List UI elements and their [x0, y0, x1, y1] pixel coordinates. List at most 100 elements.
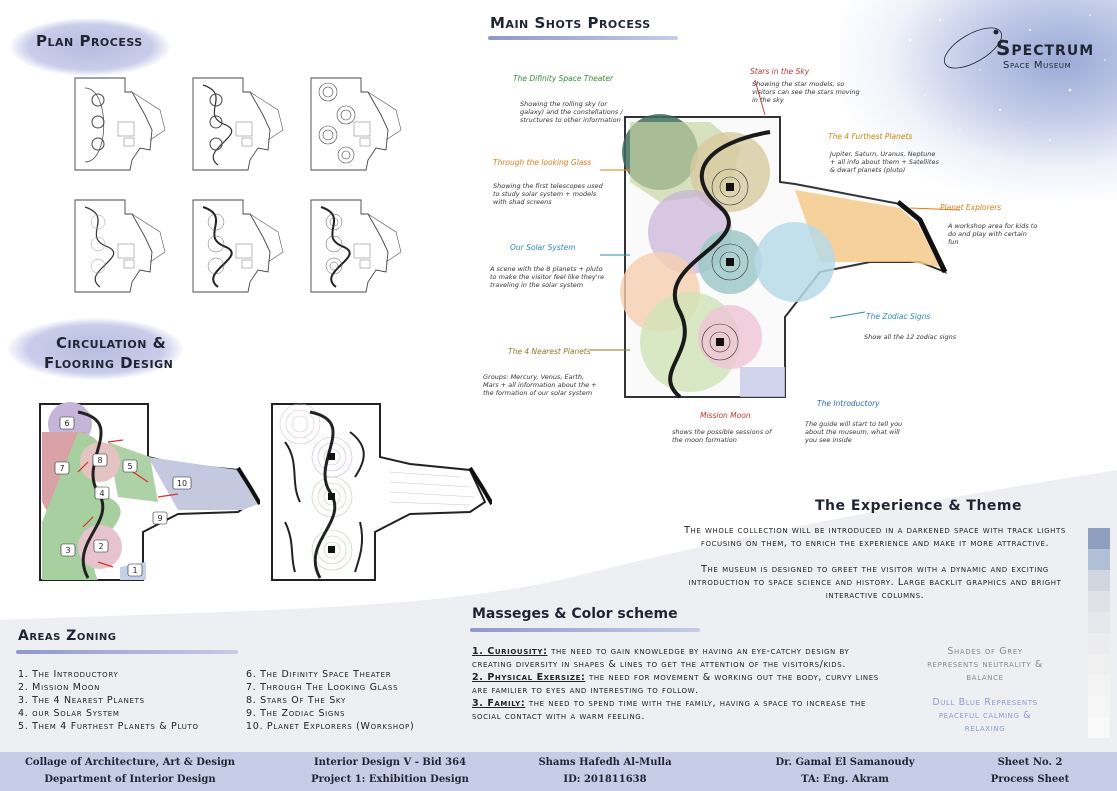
zone-number-1: 1 — [132, 566, 137, 575]
swatch-10 — [1088, 717, 1110, 738]
swatch-8 — [1088, 675, 1110, 696]
grey-note: Shades of Grey represents neutrality & b… — [927, 646, 1043, 683]
messages-underline — [470, 628, 700, 632]
flooring-plan — [271, 403, 492, 581]
zoning-plan: 6 7 8 5 4 10 9 3 2 1 — [39, 402, 260, 581]
footer-project: Project 1: Exhibition Design — [311, 774, 469, 785]
zoning-item-10: 10. Planet Explorers (Workshop) — [246, 721, 415, 732]
zone-number-6: 6 — [64, 419, 69, 428]
message-label-3: 3. Family: — [472, 698, 526, 709]
zoning-item-9: 9. The Zodiac Signs — [246, 708, 346, 719]
footer-doctor: Dr. Gamal El Samanoudy — [775, 757, 915, 768]
zone-number-7: 7 — [59, 464, 64, 473]
shot-desc-9: Show all the 12 zodiac signs — [864, 333, 957, 341]
zoning-list-left: 1. The Introductory 2. Mission Moon 3. T… — [18, 668, 248, 733]
zone-number-10: 10 — [177, 479, 187, 488]
zone-number-4: 4 — [99, 489, 104, 498]
annotation-arrows — [590, 79, 961, 351]
main-shots-underline — [488, 36, 678, 40]
color-swatch-column — [1088, 528, 1110, 738]
footer-college: Collage of Architecture, Art & Design — [24, 757, 236, 768]
shot-label-8: Stars in the Sky — [750, 67, 810, 76]
shot-desc-7: Showing the first telescopes used to stu… — [493, 182, 603, 206]
messages-list: 1. Curiousity: the need to gain knowledg… — [472, 645, 884, 723]
shot-desc-4: A scene with the 8 planets + pluto to ma… — [490, 265, 605, 289]
message-text-1: the need to gain knowledge by having an … — [472, 646, 850, 670]
swatch-1 — [1088, 528, 1110, 549]
swatch-9 — [1088, 696, 1110, 717]
zoning-item-4: 4. our Solar System — [18, 708, 120, 719]
footer-course: Interior Design V - Bid 364 — [313, 757, 467, 768]
zoning-item-3: 3. The 4 Nearest Planets — [18, 695, 145, 706]
zoning-item-2: 2. Mission Moon — [18, 682, 101, 693]
message-item-1: 1. Curiousity: the need to gain knowledg… — [472, 645, 884, 671]
zone-number-3: 3 — [65, 546, 70, 555]
zoning-item-7: 7. Through The Looking Glass — [246, 682, 399, 693]
blue-note: Dull Blue Represents peaceful calming & … — [932, 697, 1038, 734]
shot-label-6: The Difinity Space Theater — [513, 74, 614, 83]
footer-student-id: ID: 201811638 — [563, 774, 647, 785]
zoning-title: Areas Zoning — [18, 628, 117, 644]
messages-title: Masseges & Color scheme — [472, 606, 678, 622]
shot-desc-6: Showing the rolling sky (or galaxy) and … — [520, 100, 623, 124]
shot-desc-2: shows the possible sessions of the moon … — [672, 428, 772, 444]
footer-student: Shams Hafedh Al-Mulla — [538, 757, 672, 768]
shot-label-7: Through the looking Glass — [493, 158, 592, 167]
circulation-title-line2: Flooring Design — [44, 354, 174, 372]
circulation-title-line1: Circulation & — [56, 334, 167, 352]
shot-desc-3: Groups: Mercury, Venus, Earth, Mars + al… — [483, 373, 597, 397]
message-item-3: 3. Family: the need to spend time with t… — [472, 697, 884, 723]
footer-sheet-name: Process Sheet — [990, 774, 1070, 785]
footer-department-text: Department of Interior Design — [44, 774, 216, 785]
message-text-2: the need for movement & working out the … — [472, 672, 879, 696]
footer-ta: TA: Eng. Akram — [801, 774, 889, 785]
main-floor-plan — [620, 114, 948, 399]
zone-number-5: 5 — [127, 462, 132, 471]
experience-paragraph-2: The museum is designed to greet the visi… — [688, 564, 1062, 601]
main-shots-title: Main Shots Process — [490, 14, 651, 32]
message-text-3: the need to spend time with the family, … — [472, 698, 866, 722]
brand-subtitle: Space Museum — [1003, 60, 1072, 71]
zoning-item-5: 5. Them 4 Furthest Planets & Pluto — [18, 721, 199, 732]
zone-number-8: 8 — [97, 456, 102, 465]
shot-label-4: Our Solar System — [510, 243, 576, 252]
footer-sheet-number: Sheet No. 2 — [997, 757, 1063, 768]
swatch-7 — [1088, 654, 1110, 675]
shot-desc-8: Showing the star models, so visitors can… — [752, 80, 860, 104]
zoning-underline — [16, 650, 238, 654]
experience-title: The Experience & Theme — [815, 498, 1023, 514]
zone-number-2: 2 — [98, 542, 103, 551]
shot-desc-10: A workshop area for kids to do and play … — [948, 222, 1038, 246]
swatch-2 — [1088, 549, 1110, 570]
footer-bar — [0, 752, 1117, 791]
message-label-2: 2. Physical Exersize: — [472, 672, 586, 683]
shot-label-5: The 4 Furthest Planets — [828, 132, 913, 141]
shot-label-1: The Introductory — [817, 399, 880, 408]
plan-thumbnails — [74, 77, 402, 293]
shot-label-9: The Zodiac Signs — [866, 312, 931, 321]
message-item-2: 2. Physical Exersize: the need for movem… — [472, 671, 884, 697]
zoning-item-6: 6. The Difinity Space Theater — [246, 669, 392, 680]
plan-process-blob — [10, 18, 170, 76]
brand-title: Spectrum — [996, 36, 1095, 60]
shot-label-10: Planet Explorers — [940, 203, 1002, 212]
zone-number-9: 9 — [157, 514, 162, 523]
message-label-1: 1. Curiousity: — [472, 646, 548, 657]
galaxy-dots — [909, 14, 1106, 141]
galaxy-wash — [840, 0, 1117, 200]
plan-process-title: Plan Process — [36, 32, 143, 50]
shot-desc-5: Jupiter, Saturn, Uranus, Neptune + all i… — [830, 150, 939, 174]
experience-paragraph-1: The whole collection will be introduced … — [684, 525, 1066, 549]
shot-desc-1: The guide will start to tell you about t… — [805, 420, 903, 444]
swatch-3 — [1088, 570, 1110, 591]
orbit-logo-icon — [944, 27, 1002, 69]
swatch-6 — [1088, 633, 1110, 654]
shot-label-2: Mission Moon — [700, 411, 751, 420]
zoning-list-right: 6. The Difinity Space Theater 7. Through… — [246, 668, 466, 733]
circulation-blob — [8, 318, 183, 380]
swatch-4 — [1088, 591, 1110, 612]
shot-label-3: The 4 Nearest Planets — [508, 347, 591, 356]
zoning-item-8: 8. Stars Of The Sky — [246, 695, 346, 706]
swatch-5 — [1088, 612, 1110, 633]
zoning-item-1: 1. The Introductory — [18, 669, 119, 680]
